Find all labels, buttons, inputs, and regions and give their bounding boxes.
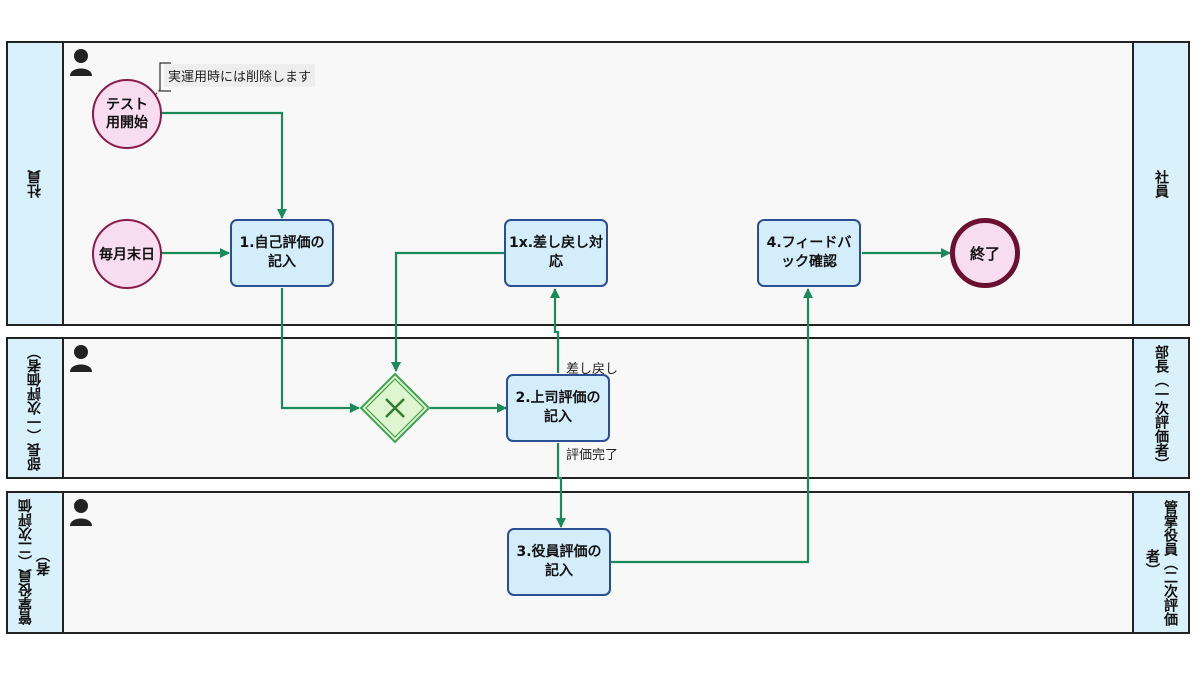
task-self-eval-label: 1.自己評価の記入 (239, 235, 325, 270)
task-boss-eval[interactable]: 2.上司評価の記入 (506, 374, 610, 442)
start-event-test-label: テスト用開始 (106, 97, 148, 131)
end-event[interactable]: 終了 (950, 218, 1020, 288)
annotation-bracket (159, 62, 171, 92)
flow-test-start-to-self-eval (161, 111, 287, 219)
task-self-eval[interactable]: 1.自己評価の記入 (230, 219, 334, 287)
text-annotation: 実運用時には削除します (164, 64, 316, 87)
lane-employee-header-left: 社員 (8, 43, 64, 324)
lane-manager-header-right: 部長（一次評価者） (1132, 339, 1188, 477)
flow-self-eval-to-gateway (280, 288, 360, 413)
task-feedback-label: 4.フィードバック確認 (766, 235, 852, 270)
end-event-label: 終了 (969, 244, 1000, 263)
task-officer-eval[interactable]: 3.役員評価の記入 (507, 528, 611, 596)
person-icon (70, 499, 92, 526)
task-return-handle[interactable]: 1x.差し戻し対応 (504, 219, 608, 287)
person-icon (70, 49, 92, 76)
task-feedback[interactable]: 4.フィードバック確認 (757, 219, 861, 287)
lane-officer-header-right: 管掌役員（二次評価者） (1132, 493, 1188, 632)
start-event-monthly[interactable]: 毎月末日 (92, 219, 162, 289)
person-icon (70, 345, 92, 372)
task-boss-eval-label: 2.上司評価の記入 (515, 390, 601, 425)
exclusive-gateway[interactable] (359, 372, 431, 444)
lane-employee: 社員 社員 (6, 41, 1190, 326)
lane-officer-header-left: 管掌役員（二次評価者） (8, 493, 64, 632)
flow-return-to-gateway (391, 251, 504, 372)
start-event-test[interactable]: テスト用開始 (92, 79, 162, 149)
lane-officer-label-right: 管掌役員（二次評価者） (1144, 499, 1178, 626)
task-return-handle-label: 1x.差し戻し対応 (508, 235, 604, 270)
flow-label-returned: 差し戻し (566, 362, 619, 377)
lane-employee-label-right: 社員 (1153, 169, 1169, 198)
flow-officer-to-feedback (611, 288, 813, 564)
task-officer-eval-label: 3.役員評価の記入 (516, 544, 602, 579)
lane-manager-label-right: 部長（一次評価者） (1153, 345, 1169, 471)
lane-employee-header-right: 社員 (1132, 43, 1188, 324)
flow-label-completed: 評価完了 (566, 448, 619, 463)
flow-boss-to-return (550, 288, 560, 373)
start-event-monthly-label: 毎月末日 (99, 244, 155, 264)
lane-manager-header-left: 部長（一次評価者） (8, 339, 64, 477)
flow-boss-to-officer (556, 443, 566, 528)
